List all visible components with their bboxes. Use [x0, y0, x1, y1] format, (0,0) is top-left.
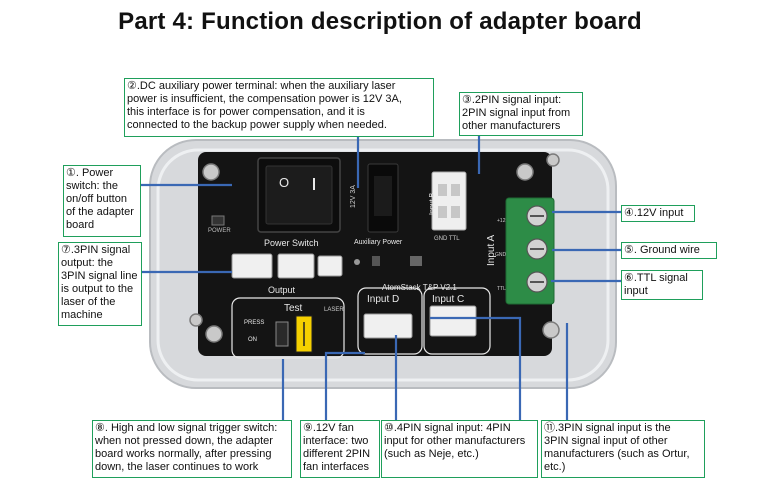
on-label: ON — [248, 337, 257, 343]
output-connector-1 — [231, 253, 273, 279]
callout-power-switch: ①. Power switch: the on/off button of th… — [63, 165, 141, 237]
callout-12v-input: ④.12V input — [621, 205, 695, 222]
input-b-connector — [431, 171, 467, 231]
pin-ttl-label: TTL — [497, 286, 506, 292]
leader-lines — [140, 133, 622, 420]
input-a-label: Input A — [486, 235, 497, 266]
svg-text:O: O — [279, 175, 289, 190]
callout-fan-interface: ⑨.12V fan interface: two different 2PIN … — [300, 420, 380, 478]
power-switch-label: Power Switch — [264, 238, 319, 248]
pin-gnd-label: GND — [495, 252, 507, 258]
pin-12v-label: +12 — [497, 218, 506, 224]
callout-2pin-input: ③.2PIN signal input: 2PIN signal input f… — [459, 92, 583, 136]
callout-3pin-output: ⑦.3PIN signal output: the 3PIN signal li… — [58, 242, 142, 326]
output-connector-3 — [317, 255, 343, 277]
input-c-label: Input C — [432, 294, 464, 305]
press-label: PRESS — [244, 320, 264, 326]
test-area — [231, 297, 345, 359]
gnd-ttl-label: GND TTL — [434, 236, 460, 242]
output-connector-2 — [277, 253, 315, 279]
test-label: Test — [284, 303, 303, 314]
callout-dc-aux-power: ②.DC auxiliary power terminal: when the … — [124, 78, 434, 137]
input-d-area — [357, 287, 423, 355]
callout-ttl-input: ⑥.TTL signal input — [621, 270, 703, 300]
callout-trigger-switch: ⑧. High and low signal trigger switch: w… — [92, 420, 292, 478]
aux-rating-label: 12V 3A — [350, 185, 357, 208]
power-silk-label: POWER — [208, 228, 231, 234]
input-c-connector — [429, 305, 477, 337]
brand-label: AtomStack T&P V2.1 — [382, 283, 457, 292]
input-d-label: Input D — [367, 294, 399, 305]
laser-label: LASER — [324, 307, 344, 313]
aux-power-label: Auxiliary Power — [354, 239, 403, 246]
callout-4pin-input: ⑩.4PIN signal input: 4PIN input for othe… — [381, 420, 538, 478]
input-d-connector — [363, 313, 413, 339]
screw-icons — [189, 153, 560, 343]
input-b-label: Input B — [429, 192, 436, 215]
trigger-switch — [275, 321, 289, 347]
input-c-area — [423, 287, 491, 355]
callout-3pin-input: ⑪.3PIN signal input is the 3PIN signal i… — [541, 420, 705, 478]
page-title: Part 4: Function description of adapter … — [118, 8, 642, 35]
callout-ground-wire: ⑤. Ground wire — [621, 242, 717, 259]
output-label: Output — [268, 285, 296, 295]
